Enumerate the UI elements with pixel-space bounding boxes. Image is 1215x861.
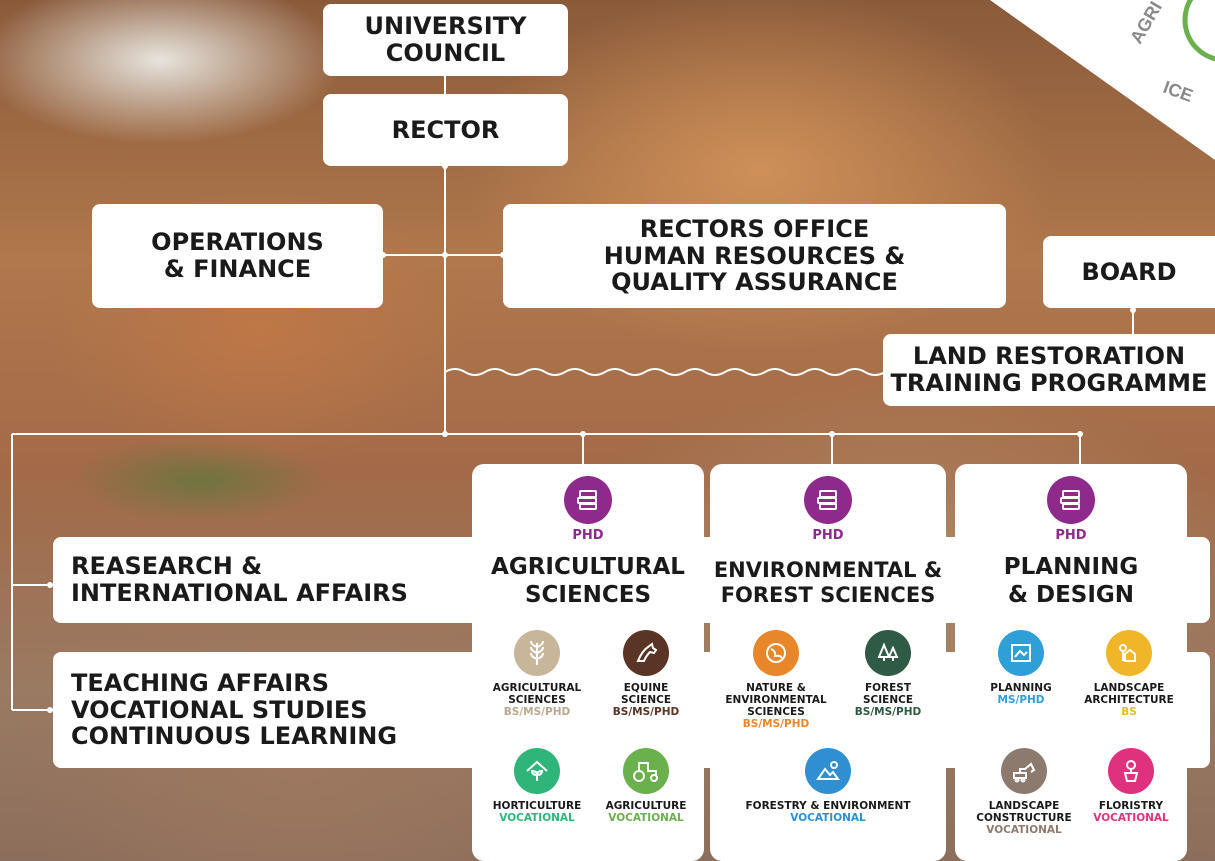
box-line: VOCATIONAL STUDIES (71, 695, 368, 724)
title-line: & DESIGN (1007, 581, 1135, 608)
box-line: HUMAN RESOURCES & (603, 241, 906, 270)
program-name: NATURE & (746, 682, 806, 694)
phd-books-icon (1047, 476, 1095, 524)
program-degree: VOCATIONAL (790, 812, 866, 825)
phd-label: PHD (812, 528, 844, 543)
title-line: FOREST SCIENCES (720, 583, 936, 608)
faculty-title: ENVIRONMENTAL &FOREST SCIENCES (710, 558, 946, 608)
program-name: SCIENCES (508, 694, 566, 707)
program-name: HORTICULTURE (492, 800, 582, 812)
rector-box: RECTOR (323, 94, 568, 166)
program-floristry: FLORISTRY VOCATIONAL (1079, 748, 1183, 824)
operations-finance-box: OPERATIONS& FINANCE (92, 204, 383, 308)
phd-books-icon (804, 476, 852, 524)
house-tree-icon (1106, 630, 1152, 676)
program-name: PLANNING (990, 682, 1052, 694)
box-line: INTERNATIONAL AFFAIRS (71, 579, 408, 607)
title-line: PLANNING (1003, 554, 1139, 580)
box-line: COUNCIL (385, 39, 506, 67)
program-forestry-environment: FORESTRY & ENVIRONMENT VOCATIONAL (728, 748, 928, 824)
program-name: CONSTRUCTURE (976, 812, 1072, 825)
program-horticulture: HORTICULTURE VOCATIONAL (482, 748, 592, 824)
plant-house-icon (514, 748, 560, 794)
box-line: RECTORS OFFICE (639, 214, 870, 243)
title-line: SCIENCES (524, 581, 652, 608)
program-name: AGRICULTURAL (492, 682, 582, 694)
program-degree: VOCATIONAL (986, 824, 1062, 837)
program-degree: MS/PHD (997, 694, 1045, 707)
horse-icon (623, 630, 669, 676)
board-box: BOARD (1043, 236, 1215, 308)
map-icon (998, 630, 1044, 676)
box-line: & FINANCE (163, 255, 312, 283)
phd-label: PHD (572, 528, 604, 543)
wheat-icon (514, 630, 560, 676)
program-name: SCIENCE (862, 694, 913, 707)
title-line: ENVIRONMENTAL & (713, 558, 943, 582)
tractor-icon (623, 748, 669, 794)
program-name: FLORISTRY (1098, 800, 1164, 812)
program-degree: BS/MS/PHD (854, 706, 922, 719)
program-name: LANDSCAPE (1093, 682, 1165, 694)
box-line: BOARD (1081, 257, 1177, 286)
program-degree: BS/MS/PHD (503, 706, 571, 719)
trees-icon (865, 630, 911, 676)
program-name: EQUINE (623, 682, 669, 694)
box-line: TEACHING AFFAIRS (71, 668, 329, 697)
box-line: LAND RESTORATION (912, 342, 1186, 371)
phd-books-icon (564, 476, 612, 524)
box-line: REASEARCH & (71, 552, 263, 581)
landscape-icon (805, 748, 851, 794)
box-line: CONTINUOUS LEARNING (71, 722, 398, 751)
phd-label: PHD (1055, 528, 1087, 543)
program-agriculture: AGRICULTURE VOCATIONAL (596, 748, 696, 824)
box-line: UNIVERSITY (364, 12, 527, 41)
digger-icon (1001, 748, 1047, 794)
program-planning: PLANNING MS/PHD (969, 630, 1073, 706)
program-name: ENVIRONMENTAL (725, 694, 827, 707)
box-line: RECTOR (391, 115, 500, 144)
box-line: TRAINING PROGRAMME (890, 369, 1208, 397)
faculty-card-planning-design: PHD PLANNING& DESIGN PLANNING MS/PHD LAN… (955, 464, 1187, 861)
program-name: ARCHITECTURE (1084, 694, 1174, 707)
program-name: AGRICULTURE (605, 800, 687, 812)
program-degree: BS/MS/PHD (742, 718, 810, 731)
agri-iceland-badge: AGRI ICE (990, 0, 1215, 160)
program-degree: BS/MS/PHD (612, 706, 680, 719)
box-line: QUALITY ASSURANCE (611, 268, 898, 297)
flower-pot-icon (1108, 748, 1154, 794)
program-name: SCIENCE (620, 694, 671, 707)
program-degree: VOCATIONAL (499, 812, 575, 825)
box-line: OPERATIONS (151, 228, 324, 257)
program-degree: BS (1121, 706, 1137, 719)
globe-leaf-icon (753, 630, 799, 676)
faculty-card-environmental-forest-sciences: PHD ENVIRONMENTAL &FOREST SCIENCES NATUR… (710, 464, 946, 861)
title-line: AGRICULTURAL (491, 554, 685, 580)
program-name: SCIENCES (747, 706, 805, 719)
program-degree: VOCATIONAL (1093, 812, 1169, 825)
faculty-title: PLANNING& DESIGN (955, 554, 1187, 609)
program-degree: VOCATIONAL (608, 812, 684, 825)
program-name: FOREST (864, 682, 912, 694)
program-name: LANDSCAPE (988, 800, 1060, 812)
program-name: FORESTRY & ENVIRONMENT (745, 800, 911, 812)
